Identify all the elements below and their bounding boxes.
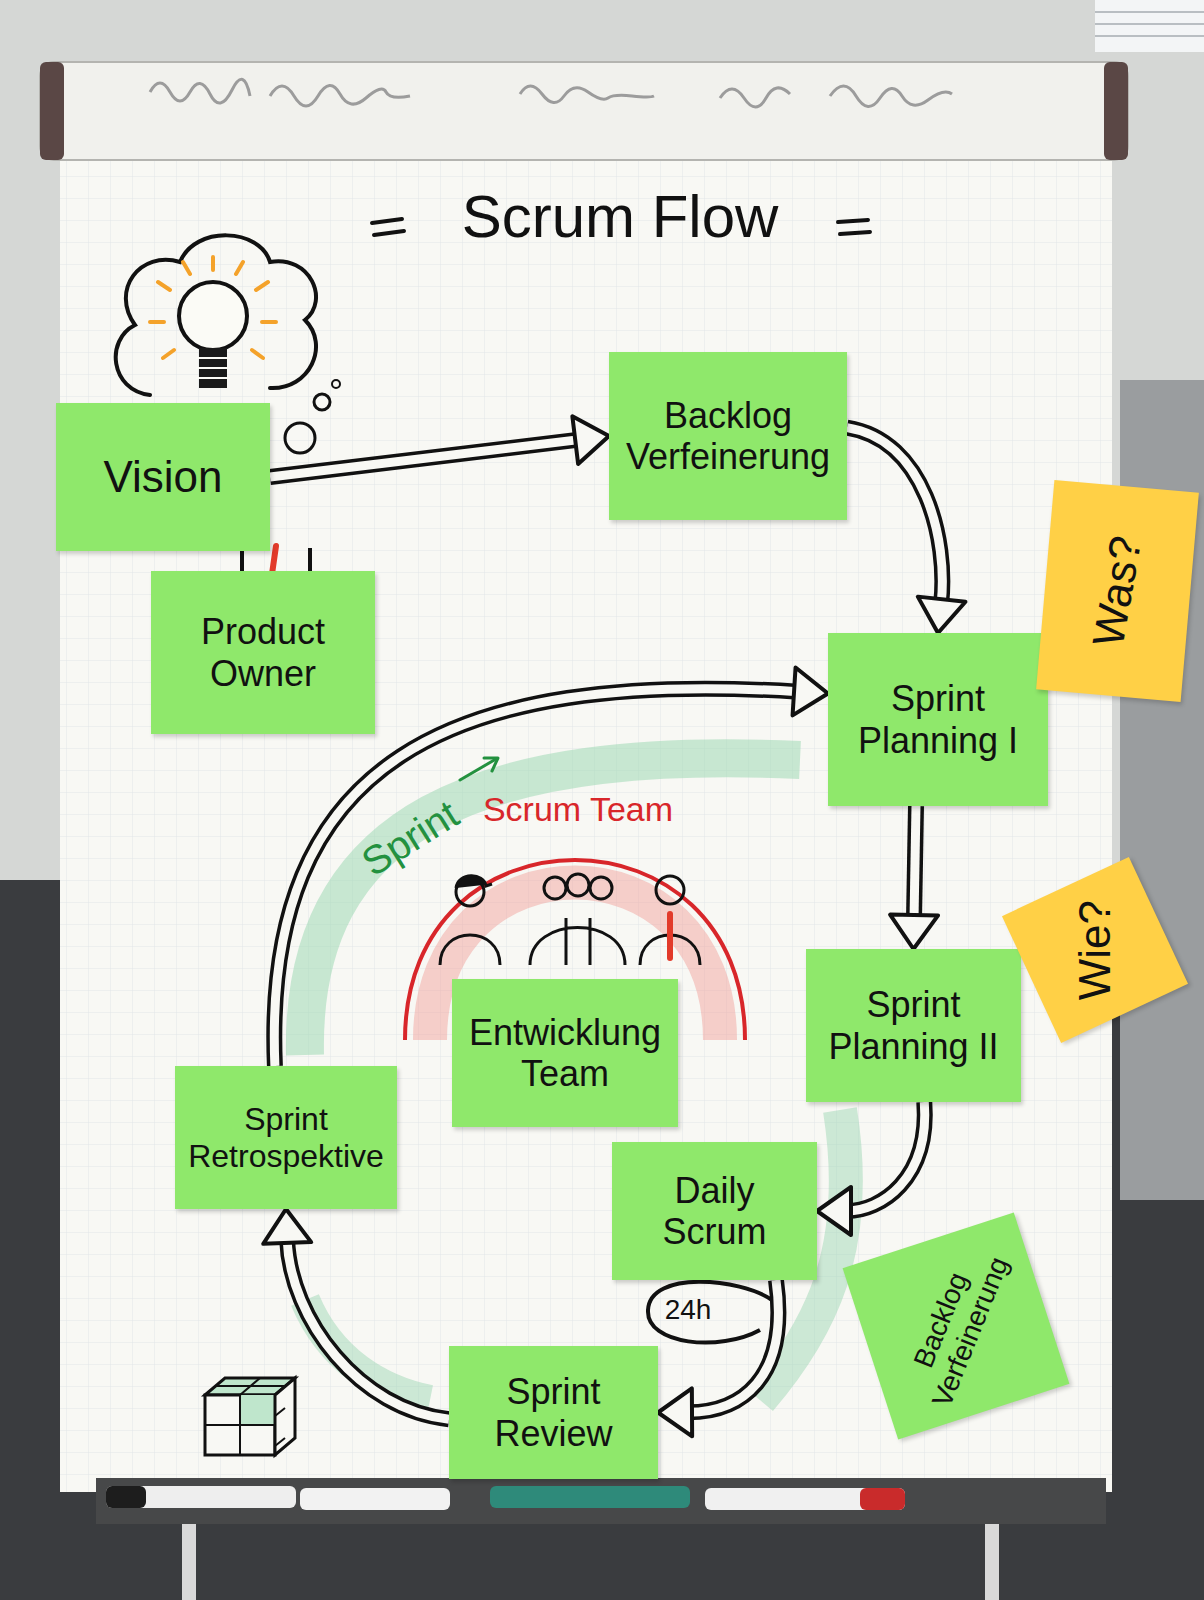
team-label: Scrum Team xyxy=(478,790,678,829)
sticky-text: Wie? xyxy=(1070,900,1121,1000)
arrow-outline xyxy=(847,1102,925,1211)
marker-cap xyxy=(106,1486,146,1508)
roll-cap xyxy=(1104,62,1128,160)
arrow-head xyxy=(817,1187,851,1235)
window-blinds xyxy=(1095,12,1204,36)
sticky-text: Product Owner xyxy=(163,611,363,694)
arrow-head xyxy=(890,915,938,949)
sticky-note: Entwicklung Team xyxy=(452,979,678,1127)
sticky-text: Sprint Planning I xyxy=(840,678,1036,761)
sticky-note: Backlog Verfeinerung xyxy=(843,1213,1070,1440)
person-tie xyxy=(667,914,673,958)
person-head xyxy=(544,877,566,899)
arrow-head xyxy=(793,667,828,715)
group-body xyxy=(530,918,625,965)
sticky-note: Product Owner xyxy=(151,571,375,734)
person-head xyxy=(656,876,684,904)
question-sticky-note: Wie? xyxy=(1002,857,1188,1043)
easel-leg xyxy=(182,1520,196,1600)
arrow-body xyxy=(847,428,942,604)
sticky-text: Vision xyxy=(103,452,222,503)
sprint-arrowhead xyxy=(484,758,498,771)
arrow-body xyxy=(847,1102,925,1211)
sticky-text: Sprint Planning II xyxy=(818,984,1009,1067)
marker xyxy=(490,1486,690,1508)
marker-cap xyxy=(860,1488,905,1510)
sticky-text: Sprint Retrospektive xyxy=(187,1101,385,1175)
title-mark xyxy=(372,219,404,235)
marker xyxy=(106,1486,296,1508)
arrow-outline xyxy=(287,1239,449,1419)
paper-grid xyxy=(60,140,1112,1492)
arrow-outline xyxy=(914,806,916,919)
arrow-outline xyxy=(270,440,579,477)
daily-loop xyxy=(648,1282,772,1343)
sticky-text: Backlog Verfeinerung xyxy=(895,1238,1016,1414)
paper xyxy=(60,140,1112,1492)
light-bulb xyxy=(179,282,247,350)
arrow-head xyxy=(263,1209,311,1244)
sprint-label: Sprint xyxy=(347,787,473,890)
person-cap xyxy=(456,876,492,888)
roll-cap xyxy=(40,62,64,160)
increment-cube xyxy=(240,1395,275,1425)
arrow-head xyxy=(918,597,966,633)
arrow-body xyxy=(914,806,916,919)
sprint-arrow xyxy=(460,759,496,780)
paper-roll xyxy=(40,62,1128,160)
arrow-head xyxy=(572,416,609,464)
sticky-note: Daily Scrum xyxy=(612,1142,817,1280)
arrow-outline xyxy=(847,428,942,604)
sticky-note: Sprint Review xyxy=(449,1346,658,1479)
flow-arrow xyxy=(658,1280,778,1436)
sticky-note: Sprint Planning I xyxy=(828,633,1048,806)
marker-tray xyxy=(96,1478,1106,1524)
thought-bubble xyxy=(314,394,330,410)
sticky-note: Sprint Planning II xyxy=(806,949,1021,1102)
bulb-rays xyxy=(150,257,276,358)
flow-arrow xyxy=(263,1209,449,1419)
easel-leg xyxy=(985,1520,999,1600)
chart-title: Scrum Flow xyxy=(402,182,838,251)
sticky-note: Backlog Verfeinerung xyxy=(609,352,847,520)
thought-bubble xyxy=(285,423,315,453)
flow-arrow xyxy=(817,1102,925,1235)
flow-arrow xyxy=(890,806,938,949)
title-mark xyxy=(838,220,870,234)
person-body xyxy=(440,935,500,965)
arrow-body xyxy=(287,1239,449,1419)
sticky-text: Entwicklung Team xyxy=(464,1012,666,1095)
person-head xyxy=(567,874,589,896)
marker xyxy=(705,1488,905,1510)
bulb-thread xyxy=(196,358,230,378)
sticky-text: Daily Scrum xyxy=(624,1170,805,1253)
mirrored-scribble xyxy=(150,79,952,107)
flow-arrow xyxy=(847,428,965,633)
marker xyxy=(300,1488,450,1510)
sticky-note: Vision xyxy=(56,403,270,551)
sticky-text: Sprint Review xyxy=(461,1371,646,1454)
question-sticky-note: Was? xyxy=(1036,480,1199,702)
cube-grid xyxy=(205,1378,285,1455)
sticky-text: Was? xyxy=(1083,532,1152,650)
thought-bubble xyxy=(332,380,340,388)
timebox-label: 24h xyxy=(660,1294,716,1326)
flow-arrow xyxy=(270,416,609,477)
arrow-head xyxy=(658,1388,692,1436)
sticky-text: Backlog Verfeinerung xyxy=(621,395,835,478)
sticky-note: Sprint Retrospektive xyxy=(175,1066,397,1209)
arrow-body xyxy=(270,440,579,477)
person-head xyxy=(590,877,612,899)
idea-cloud xyxy=(116,235,316,395)
owner-tie xyxy=(272,546,276,574)
window xyxy=(1095,0,1204,52)
